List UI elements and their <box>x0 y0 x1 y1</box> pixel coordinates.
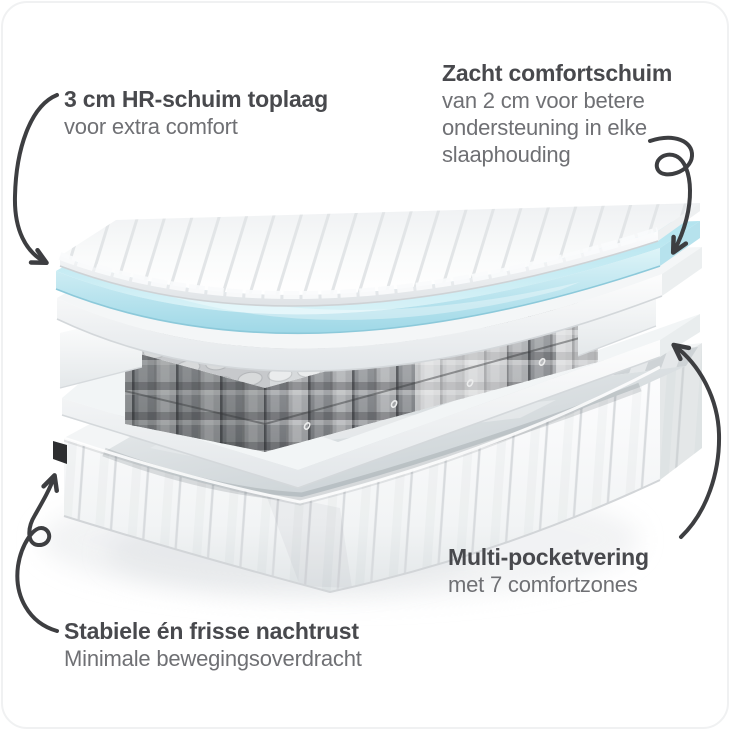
annotation-bottom-right-title: Multi-pocketvering <box>448 544 649 570</box>
annotation-top-left-title: 3 cm HR-schuim toplaag <box>64 86 328 112</box>
annotation-top-right-title: Zacht comfortschuim <box>442 60 673 86</box>
spring-clips <box>303 358 546 430</box>
annotation-bottom-left-title: Stabiele én frisse nachtrust <box>64 618 359 644</box>
annotation-bottom-right: Multi-pocketvering met 7 comfortzones <box>448 543 649 598</box>
annotation-top-right-line: van 2 cm voor betere <box>442 88 645 113</box>
mattress-label-tag <box>53 441 67 464</box>
arrow-top-left-icon <box>12 93 59 266</box>
arrow-top-right-icon <box>648 135 694 255</box>
annotation-top-left-subtitle: voor extra comfort <box>64 114 238 139</box>
annotation-top-left: 3 cm HR-schuim toplaag voor extra comfor… <box>64 85 328 140</box>
annotation-bottom-left: Stabiele én frisse nachtrust Minimale be… <box>64 617 362 672</box>
arrow-right-icon <box>671 342 722 539</box>
arrow-bottom-left-icon <box>15 473 59 633</box>
annotation-arrows <box>12 93 722 633</box>
annotation-top-right-line: slaaphouding <box>442 142 571 167</box>
annotation-bottom-left-subtitle: Minimale bewegingsoverdracht <box>64 646 362 671</box>
annotation-top-right: Zacht comfortschuim van 2 cm voor betere… <box>442 59 692 168</box>
annotation-bottom-right-subtitle: met 7 comfortzones <box>448 572 638 597</box>
annotation-top-right-line: ondersteuning in elke <box>442 115 647 140</box>
